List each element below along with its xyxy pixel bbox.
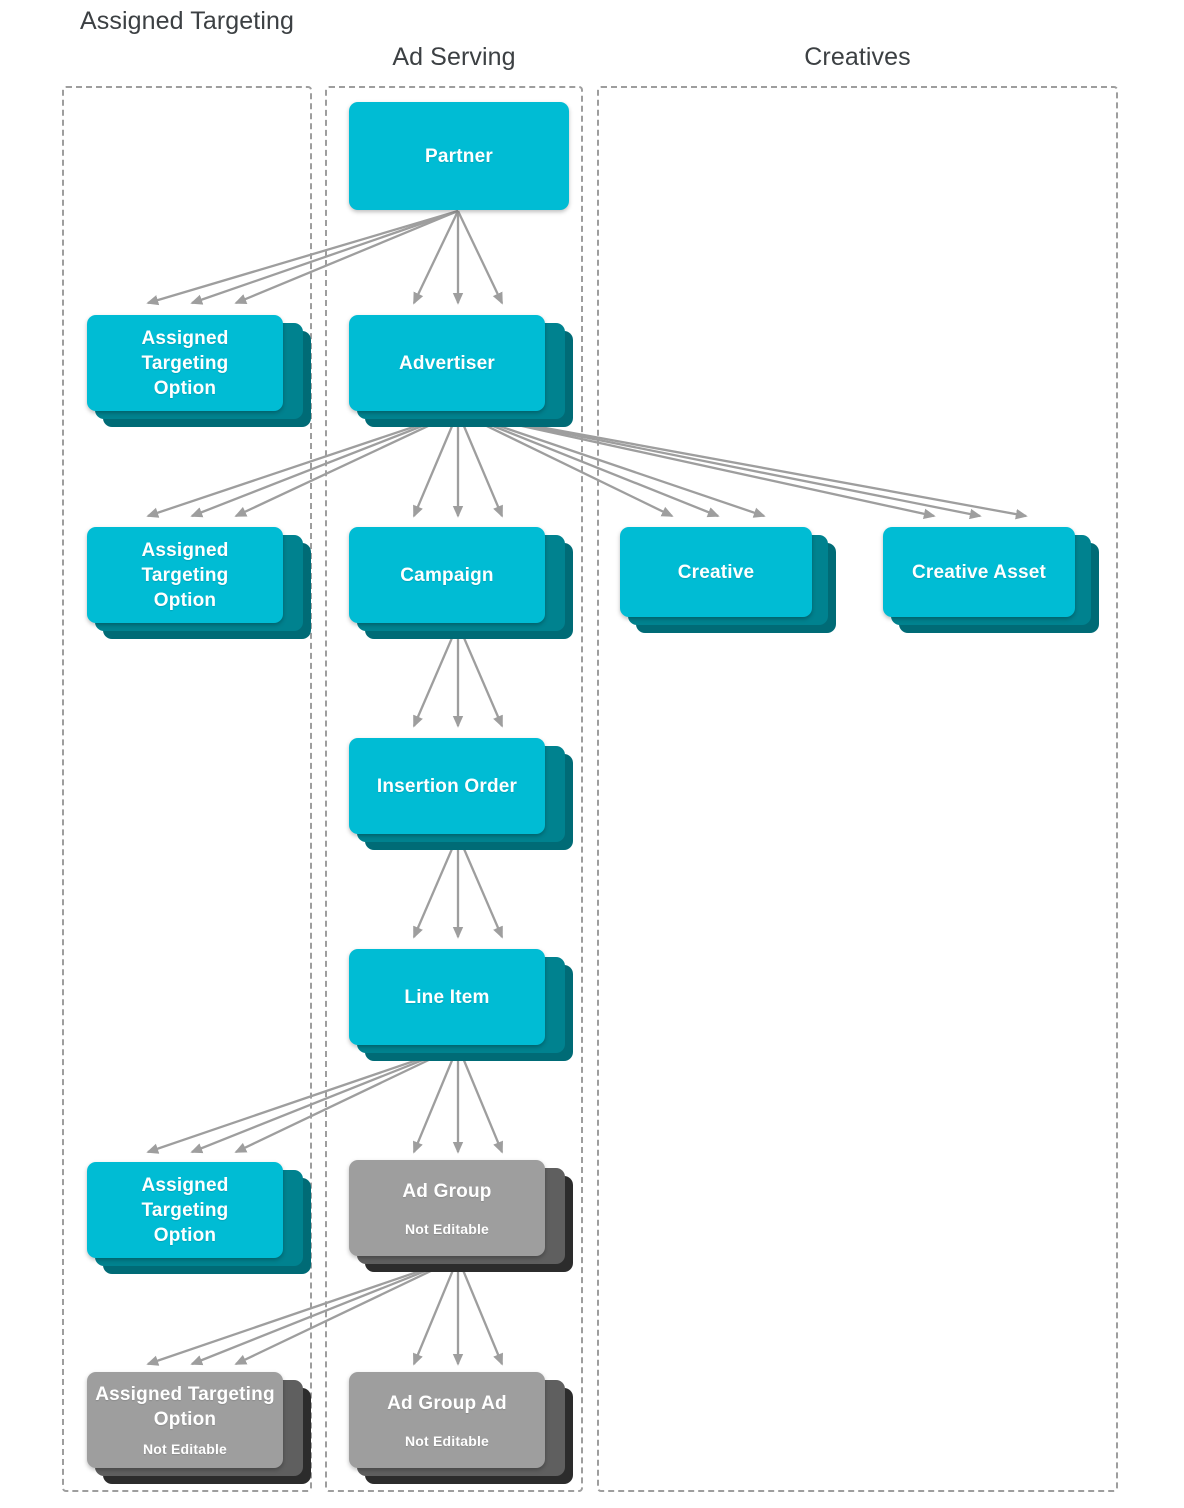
node-label: Assigned Targeting Option (141, 539, 229, 611)
node-ato-advertiser[interactable]: Assigned Targeting Option (87, 527, 315, 643)
node-ad-group-ad-face: Ad Group Ad Not Editable (349, 1372, 545, 1468)
node-creative-asset[interactable]: Creative Asset (883, 527, 1111, 643)
node-ato-adgroup-face: Assigned Targeting Option Not Editable (87, 1372, 283, 1468)
node-label: Assigned Targeting Option (95, 1384, 275, 1430)
node-line-item[interactable]: Line Item (349, 949, 585, 1065)
node-campaign-face: Campaign (349, 527, 545, 623)
node-ad-group[interactable]: Ad Group Not Editable (349, 1160, 585, 1276)
node-advertiser-face: Advertiser (349, 315, 545, 411)
column-group-ad-serving (325, 86, 583, 1492)
column-group-assigned-targeting (62, 86, 312, 1492)
node-label: Insertion Order (376, 775, 518, 797)
node-not-editable-note: Not Editable (404, 1220, 490, 1237)
node-label: Creative Asset (911, 561, 1047, 583)
node-ato-partner-face: Assigned Targeting Option (87, 315, 283, 411)
node-creative[interactable]: Creative (620, 527, 848, 643)
node-advertiser[interactable]: Advertiser (349, 315, 585, 431)
node-creative-asset-face: Creative Asset (883, 527, 1075, 617)
node-label: Campaign (400, 564, 494, 586)
node-ato-partner[interactable]: Assigned Targeting Option (87, 315, 315, 431)
column-header-ad-serving: Ad Serving (392, 43, 516, 71)
node-label: Assigned Targeting Option (141, 327, 229, 399)
node-partner[interactable]: Partner (349, 102, 585, 226)
node-ato-lineitem[interactable]: Assigned Targeting Option (87, 1162, 315, 1278)
node-ad-group-ad[interactable]: Ad Group Ad Not Editable (349, 1372, 585, 1488)
node-not-editable-note: Not Editable (404, 1432, 490, 1449)
column-header-assigned-targeting: Assigned Targeting (80, 7, 294, 35)
node-label: Assigned Targeting Option (141, 1174, 229, 1246)
node-label: Ad Group Ad (387, 1392, 507, 1414)
node-partner-face: Partner (349, 102, 569, 210)
node-label: Advertiser (399, 352, 495, 374)
node-label: Creative (677, 561, 755, 583)
node-ato-adgroup[interactable]: Assigned Targeting Option Not Editable (87, 1372, 315, 1488)
node-ato-lineitem-face: Assigned Targeting Option (87, 1162, 283, 1258)
node-creative-face: Creative (620, 527, 812, 617)
node-label: Partner (425, 145, 493, 167)
node-insertion-order[interactable]: Insertion Order (349, 738, 585, 854)
column-header-creatives: Creatives (804, 43, 911, 71)
node-campaign[interactable]: Campaign (349, 527, 585, 643)
node-insertion-order-face: Insertion Order (349, 738, 545, 834)
node-ato-advertiser-face: Assigned Targeting Option (87, 527, 283, 623)
node-label: Ad Group (402, 1180, 492, 1202)
node-not-editable-note: Not Editable (142, 1441, 228, 1457)
node-line-item-face: Line Item (349, 949, 545, 1045)
node-ad-group-face: Ad Group Not Editable (349, 1160, 545, 1256)
column-group-creatives (597, 86, 1118, 1492)
node-label: Line Item (404, 986, 490, 1008)
